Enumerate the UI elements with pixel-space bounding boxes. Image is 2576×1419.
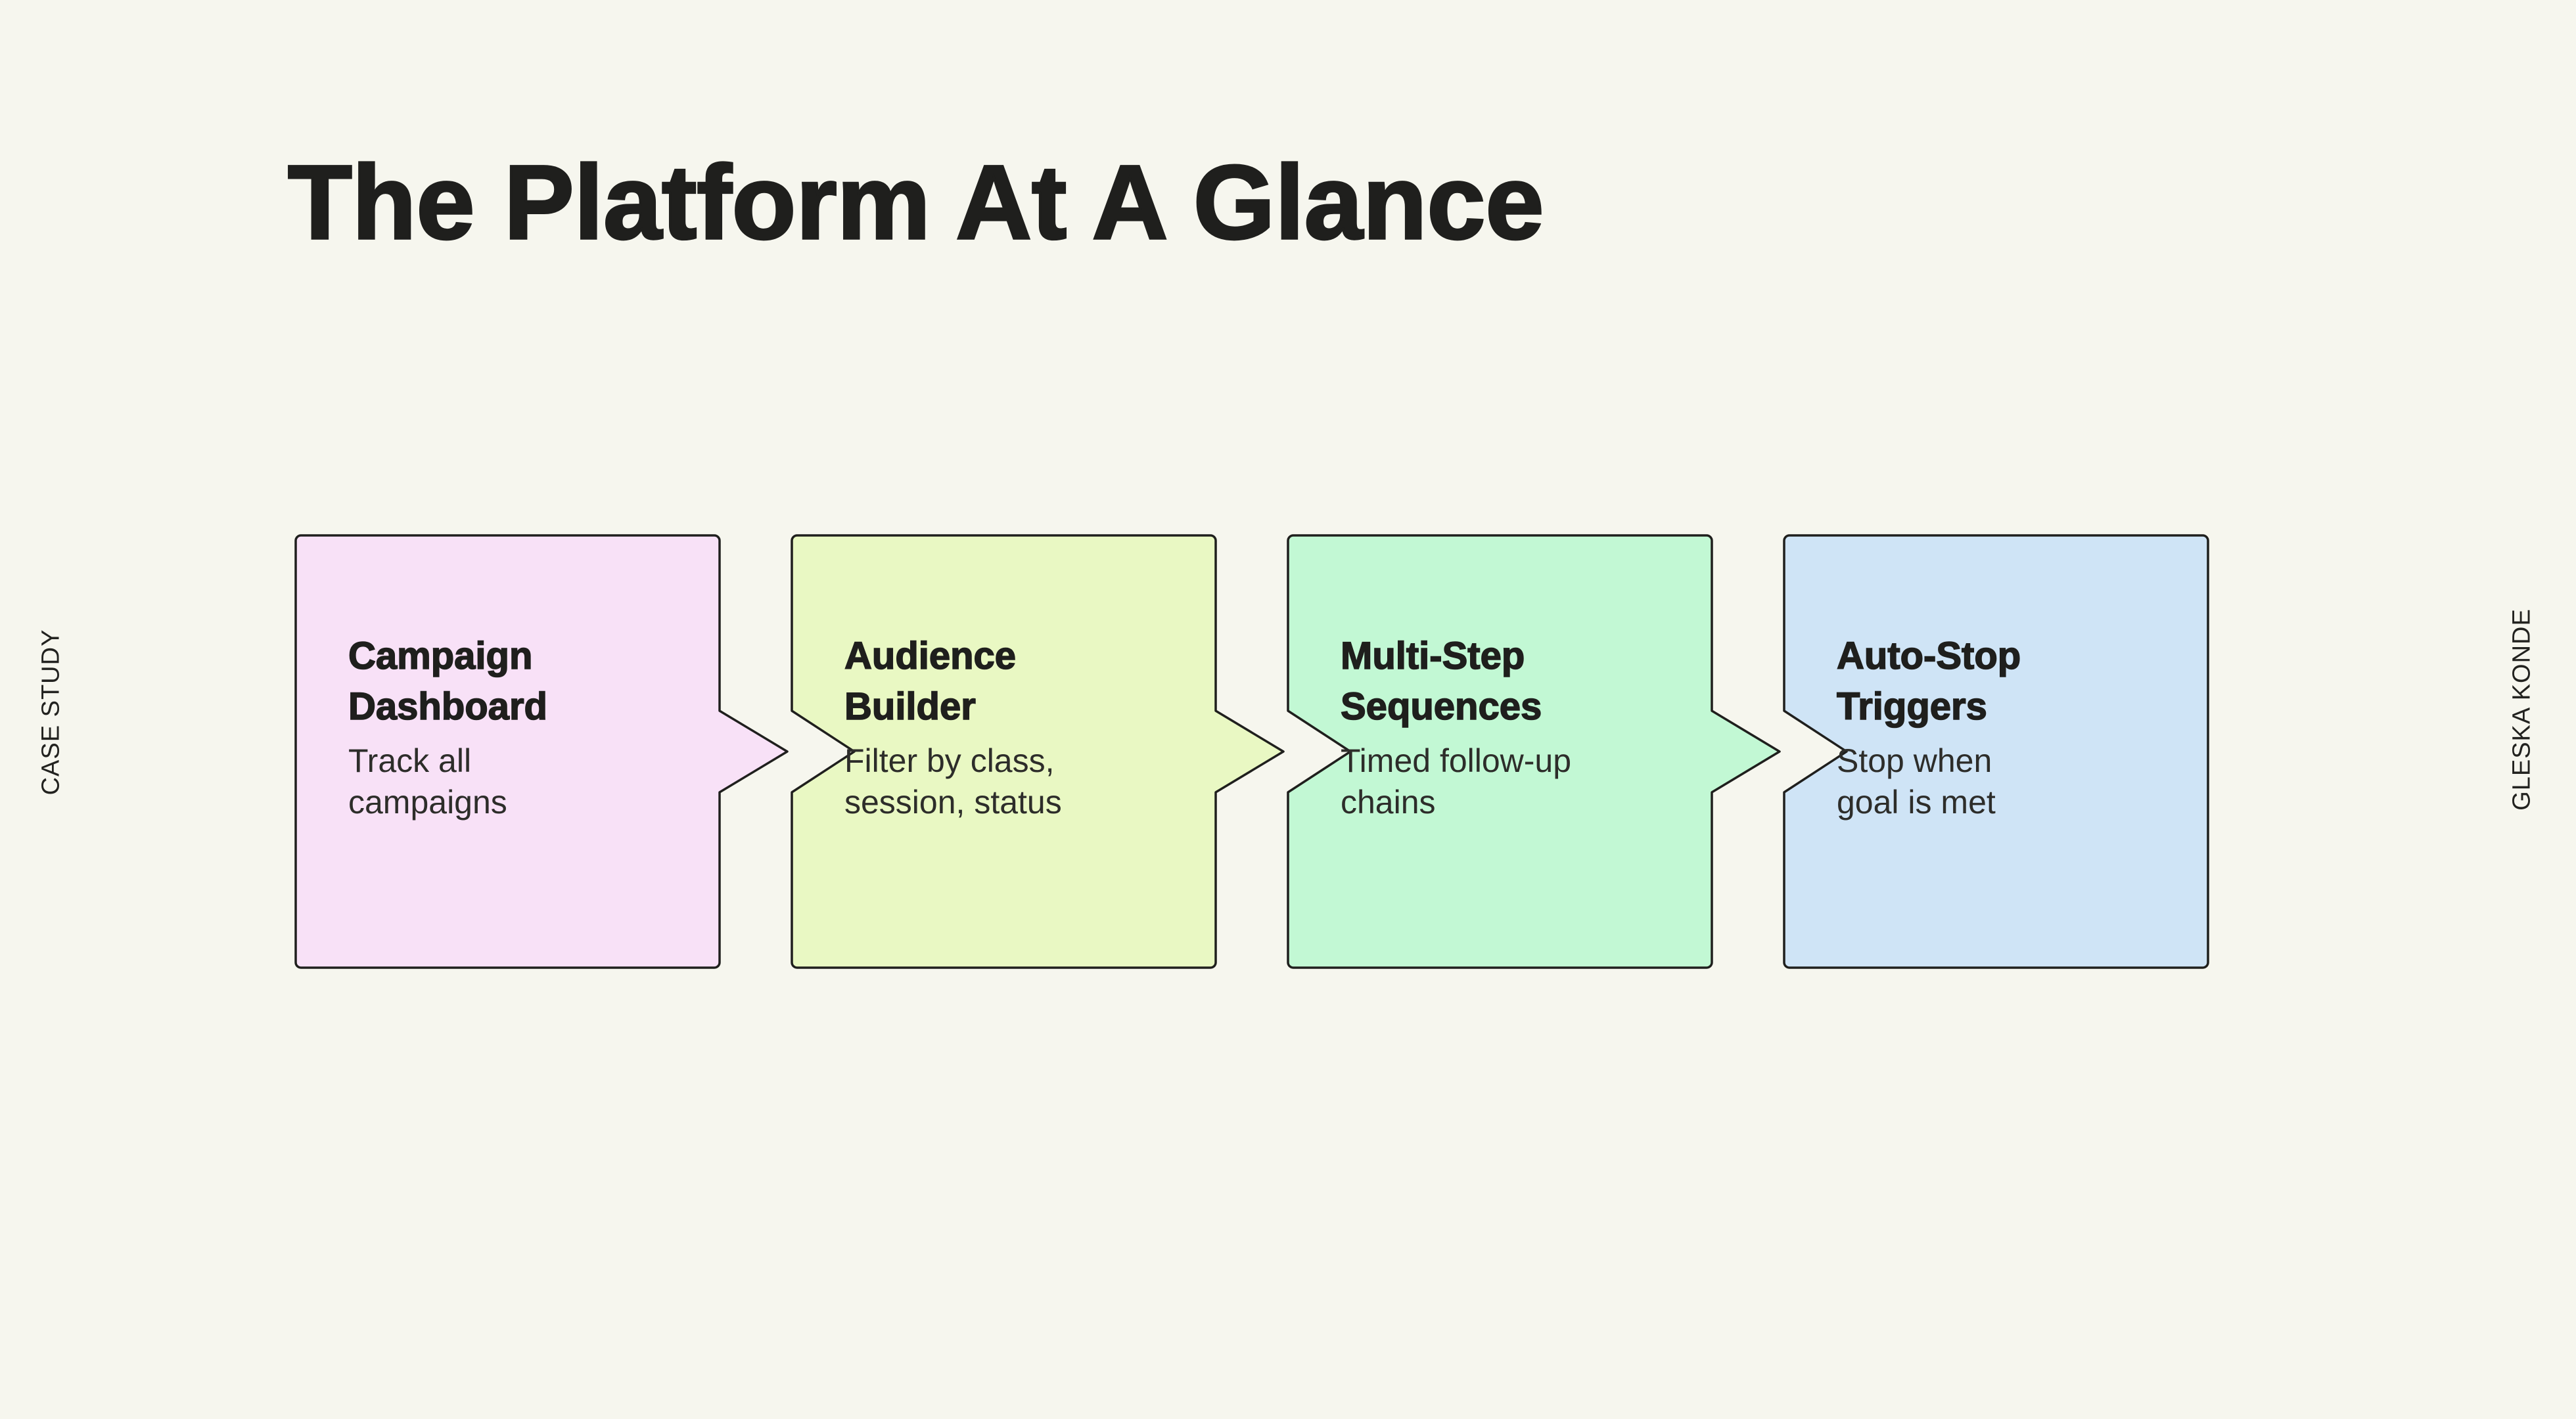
step-title-line: Builder <box>844 685 976 729</box>
step-description: Timed follow-up chains <box>1341 740 1679 823</box>
arrow-box-outline <box>1783 534 2209 969</box>
arrow-box-outline <box>791 534 1285 969</box>
page-title: The Platform At A Glance <box>287 143 1545 261</box>
step-title-line: Auto-Stop <box>1836 634 2021 678</box>
step-title-line: Campaign <box>348 634 533 678</box>
step-desc-line: goal is met <box>1837 784 1996 821</box>
step-title-line: Triggers <box>1836 685 1987 729</box>
step-auto-stop-triggers: Auto-Stop Triggers Stop when goal is met <box>1783 534 2209 969</box>
arrow-box-shape <box>791 534 1285 969</box>
process-flow: Campaign Dashboard Track all campaigns A… <box>294 534 2209 969</box>
step-title-line: Dashboard <box>348 685 548 729</box>
step-description: Stop when goal is met <box>1837 740 2175 823</box>
side-label-text: GLESKA KONDE <box>2508 608 2536 811</box>
arrow-box-shape <box>294 534 789 969</box>
step-copy: Campaign Dashboard Track all campaigns <box>296 535 720 968</box>
side-label-author: GLESKA KONDE <box>2508 608 2537 811</box>
step-title-line: Sequences <box>1340 685 1542 729</box>
step-desc-line: Stop when <box>1837 742 1992 780</box>
step-description: Track all campaigns <box>348 740 687 823</box>
step-title: Campaign Dashboard <box>348 631 687 732</box>
side-label-text: CASE STUDY <box>37 629 65 796</box>
step-title: Auto-Stop Triggers <box>1836 631 2175 732</box>
arrow-box-outline <box>1287 534 1781 969</box>
step-campaign-dashboard: Campaign Dashboard Track all campaigns <box>294 534 789 969</box>
step-desc-line: Timed follow-up <box>1341 742 1572 780</box>
step-title-line: Multi-Step <box>1340 634 1525 678</box>
arrow-box-shape <box>1287 534 1781 969</box>
step-desc-line: chains <box>1341 784 1436 821</box>
step-description: Filter by class, session, status <box>844 740 1183 823</box>
step-audience-builder: Audience Builder Filter by class, sessio… <box>791 534 1285 969</box>
step-multi-step-sequences: Multi-Step Sequences Timed follow-up cha… <box>1287 534 1781 969</box>
side-label-case-study: CASE STUDY <box>37 629 66 796</box>
step-desc-line: campaigns <box>348 784 507 821</box>
step-copy: Auto-Stop Triggers Stop when goal is met <box>1784 535 2208 968</box>
step-copy: Multi-Step Sequences Timed follow-up cha… <box>1288 535 1712 968</box>
step-title: Audience Builder <box>844 631 1183 732</box>
step-title-line: Audience <box>844 634 1017 678</box>
step-copy: Audience Builder Filter by class, sessio… <box>792 535 1216 968</box>
arrow-box-outline <box>294 534 789 969</box>
step-desc-line: Filter by class, <box>844 742 1055 780</box>
arrow-box-shape <box>1783 534 2209 969</box>
step-title: Multi-Step Sequences <box>1340 631 1679 732</box>
step-desc-line: Track all <box>348 742 472 780</box>
step-desc-line: session, status <box>844 784 1062 821</box>
